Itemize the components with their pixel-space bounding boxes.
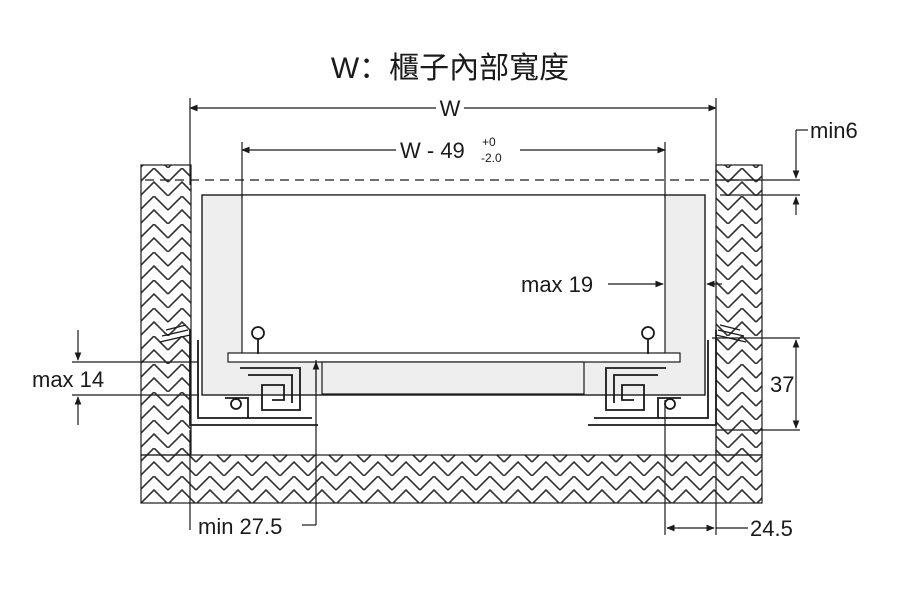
dimension-tolerance-lower: -2.0: [481, 151, 502, 165]
dimension-min27-5-label: min 27.5: [198, 514, 282, 539]
dimension-max19-label: max 19: [521, 272, 593, 297]
drawer-bottom-plate: [227, 352, 681, 363]
dimension-24-5: [664, 400, 748, 535]
dimension-w: [189, 98, 717, 185]
left-wall-screw: [159, 324, 191, 343]
drawer-bottom-recess: [321, 361, 585, 395]
right-side-wall: [715, 164, 763, 456]
left-side-wall: [140, 164, 192, 456]
drawer-box: [201, 194, 706, 396]
dimension-min6-label: min6: [810, 118, 858, 143]
dimension-min27-5: [189, 360, 320, 530]
dimension-w-minus-49-label: W - 49: [400, 138, 465, 163]
right-runner-assembly: [588, 324, 747, 426]
cabinet-walls: [140, 164, 763, 504]
dimension-w-label: W: [440, 96, 461, 121]
left-lever-pin: [230, 398, 242, 410]
dimension-37: [712, 337, 800, 431]
dimension-max14-label: max 14: [32, 367, 104, 392]
dimension-tolerance-upper: +0: [482, 135, 496, 149]
dimension-24-5-label: 24.5: [750, 516, 793, 541]
diagram-title: W：櫃子內部寬度: [331, 52, 569, 85]
cabinet-bottom-panel: [140, 454, 763, 504]
dimension-min6: [720, 129, 808, 215]
drawer-interior: [241, 194, 666, 356]
dimension-max14: [72, 330, 198, 425]
dimension-37-label: 37: [770, 372, 794, 397]
dimension-w-minus-49: [241, 142, 666, 198]
right-lever-pin: [664, 398, 676, 410]
